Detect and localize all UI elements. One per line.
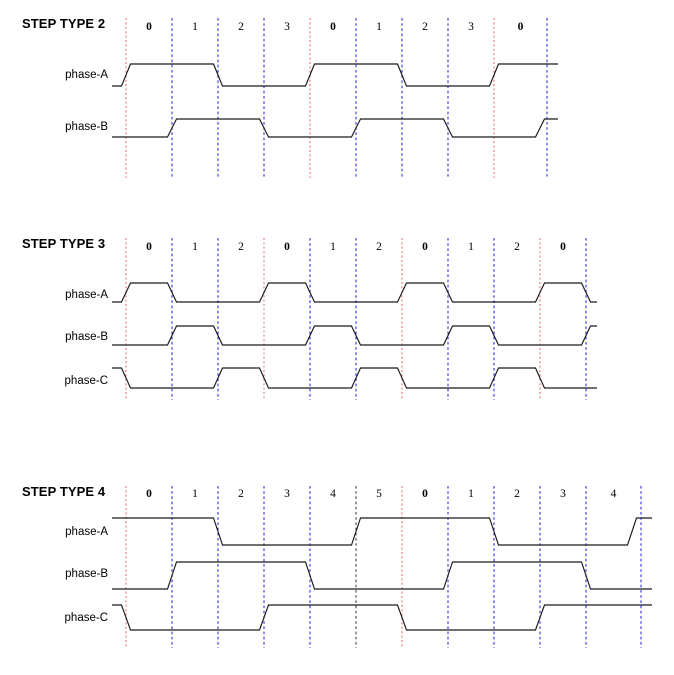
step-index-label: 2 bbox=[422, 21, 428, 33]
step-index-label: 1 bbox=[192, 488, 198, 500]
signal-label-phase-A: phase-A bbox=[65, 69, 108, 81]
step-index-label: 3 bbox=[560, 488, 566, 500]
signal-label-phase-C: phase-C bbox=[65, 375, 108, 387]
step-index-label: 0 bbox=[422, 241, 428, 253]
step-index-label: 2 bbox=[238, 241, 244, 253]
waveform-phase-C bbox=[112, 604, 652, 631]
step-index-label: 3 bbox=[284, 488, 290, 500]
diagram-title: STEP TYPE 2 bbox=[22, 16, 105, 31]
signal-label-phase-A: phase-A bbox=[65, 526, 108, 538]
step-index-label: 0 bbox=[284, 241, 290, 253]
diagram-title: STEP TYPE 4 bbox=[22, 484, 106, 499]
signal-label-phase-B: phase-B bbox=[65, 331, 108, 343]
waveform-phase-A bbox=[112, 63, 558, 87]
step-index-label: 1 bbox=[376, 21, 382, 33]
step-index-label: 5 bbox=[376, 488, 382, 500]
step-index-label: 0 bbox=[560, 241, 566, 253]
step-index-label: 3 bbox=[284, 21, 290, 33]
waveform-phase-B bbox=[112, 118, 558, 138]
step-index-label: 1 bbox=[192, 241, 198, 253]
waveform-phase-B bbox=[112, 561, 652, 590]
waveform-phase-B bbox=[112, 325, 597, 346]
step-index-label: 4 bbox=[611, 488, 617, 500]
step-index-label: 1 bbox=[192, 21, 198, 33]
signal-label-phase-C: phase-C bbox=[65, 612, 108, 624]
signal-label-phase-A: phase-A bbox=[65, 289, 108, 301]
step-index-label: 1 bbox=[330, 241, 336, 253]
step-index-label: 0 bbox=[518, 21, 524, 33]
step-index-label: 2 bbox=[238, 488, 244, 500]
step-index-label: 2 bbox=[514, 488, 520, 500]
waveform-phase-C bbox=[112, 367, 597, 389]
diagram-title: STEP TYPE 3 bbox=[22, 236, 105, 251]
waveform-phase-A bbox=[112, 282, 597, 303]
step-index-label: 2 bbox=[238, 21, 244, 33]
step-index-label: 2 bbox=[376, 241, 382, 253]
step-index-label: 1 bbox=[468, 488, 474, 500]
step-index-label: 4 bbox=[330, 488, 336, 500]
signal-label-phase-B: phase-B bbox=[65, 121, 108, 133]
step-index-label: 0 bbox=[146, 241, 152, 253]
step-index-label: 0 bbox=[146, 488, 152, 500]
signal-label-phase-B: phase-B bbox=[65, 568, 108, 580]
step-index-label: 0 bbox=[146, 21, 152, 33]
waveform-phase-A bbox=[112, 517, 652, 546]
step-index-label: 3 bbox=[468, 21, 474, 33]
step-index-label: 0 bbox=[422, 488, 428, 500]
step-index-label: 2 bbox=[514, 241, 520, 253]
step-index-label: 0 bbox=[330, 21, 336, 33]
step-index-label: 1 bbox=[468, 241, 474, 253]
